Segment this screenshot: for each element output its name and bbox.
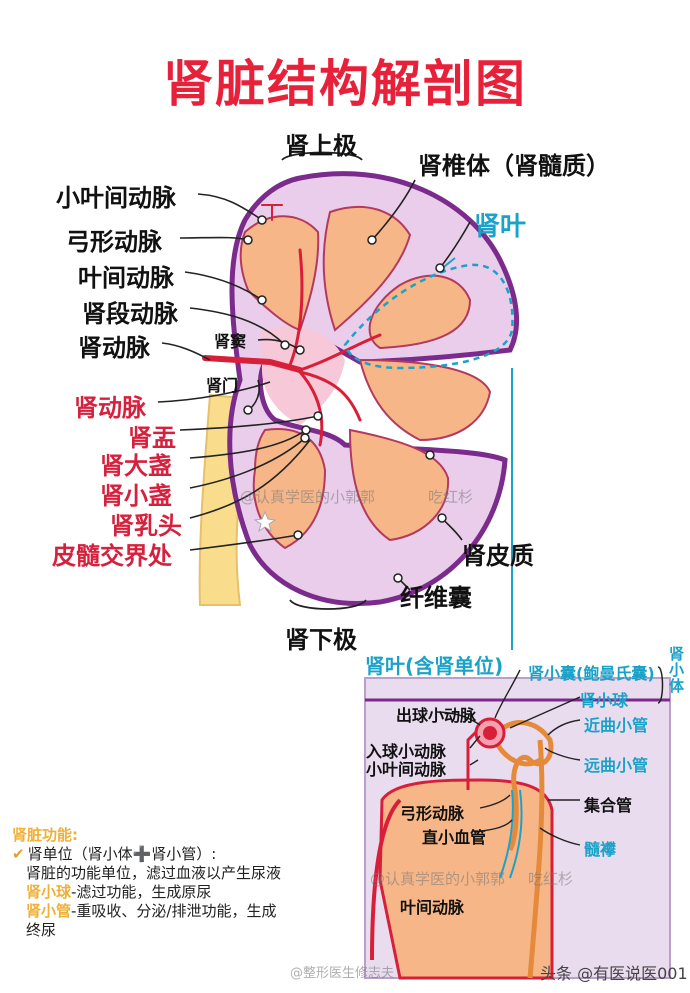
nephron-red-vessel [370, 798, 402, 961]
segmental-artery-up [288, 248, 304, 367]
line-minor [189, 437, 306, 489]
line-renal-artery-red [157, 381, 271, 403]
main-renal-artery [202, 355, 303, 373]
label-upper-pole: 肾上极 [285, 132, 357, 160]
segmental-artery-low2 [298, 370, 324, 447]
label-nephron-arcuate: 弓形动脉 [400, 804, 465, 823]
line-junction [189, 534, 299, 551]
function-title: 肾脏功能: [12, 826, 78, 844]
function-line-5: 终尿 [26, 921, 57, 939]
function-line-3: 肾小球-滤过功能，生成原尿 [26, 883, 212, 901]
label-minor-calyx: 肾小盏 [100, 482, 172, 510]
nephron-vasa-recta [499, 789, 523, 879]
pointer-dots [243, 215, 447, 583]
nephron-inset [364, 666, 671, 980]
watermark-1: @认真学医的小郭郭 [240, 488, 376, 506]
lobe-dashed-outline [343, 263, 514, 370]
pyramid-4 [358, 358, 492, 442]
function-line-4: 肾小管-重吸收、分泌/排泄功能，生成 [26, 902, 277, 920]
label-nephron-section: 肾叶(含肾单位) [365, 654, 504, 678]
watermark-4: 吃红杉 [528, 870, 574, 888]
upper-pole-bracket [281, 151, 363, 161]
line-pyramid [371, 179, 416, 241]
label-arcuate-artery: 弓形动脉 [66, 228, 162, 256]
line-major [189, 429, 307, 459]
label-distal-tubule: 远曲小管 [584, 756, 649, 775]
watermark-3: @认真学医的小郭郭 [370, 870, 506, 888]
segmental-artery-low [298, 370, 362, 422]
page-title: 肾脏结构解剖图 [163, 55, 527, 113]
label-nephron-interlobar: 叶间动脉 [400, 898, 465, 917]
function-box: 肾脏功能: ✔肾单位（肾小体➕肾小管）: 肾脏的功能单位，滤过血液以产生尿液 肾… [12, 826, 350, 940]
renal-pyramids [239, 205, 492, 550]
label-renal-artery: 肾动脉 [78, 334, 150, 362]
line-pelvis [179, 415, 319, 431]
label-segmental-artery: 肾段动脉 [82, 300, 178, 328]
function-line-2: 肾脏的功能单位，滤过血液以产生尿液 [26, 864, 282, 882]
watermark-2: 吃红杉 [428, 488, 474, 506]
label-renal-cortex: 肾皮质 [462, 542, 534, 570]
label-glomerulus: 肾小球 [580, 691, 629, 710]
label-bowman-capsule: 肾小囊(鲍曼氏囊) [528, 664, 655, 683]
label-nephron-interlobular: 小叶间动脉 [366, 760, 447, 779]
label-pyramid: 肾椎体（肾髓质） [418, 152, 610, 180]
label-lower-pole: 肾下极 [285, 626, 357, 654]
label-renal-corpuscle: 肾小体 [667, 646, 685, 694]
label-renal-hilum: 肾门 [206, 376, 239, 395]
label-major-calyx: 肾大盏 [100, 452, 172, 480]
label-fibrous-capsule: 纤维囊 [400, 584, 472, 612]
label-interlobular-artery: 小叶间动脉 [56, 184, 176, 212]
label-corticomedullary-junction: 皮髓交界处 [52, 542, 172, 570]
label-lobe: 肾叶 [474, 212, 527, 242]
segmental-artery-right [298, 333, 382, 372]
renal-corpuscle-bracket [657, 666, 664, 704]
label-afferent-arteriole: 入球小动脉 [366, 742, 447, 761]
pyramid-6 [252, 428, 327, 550]
pyramid-5 [348, 428, 450, 542]
label-medullary-ray: 髓襻 [584, 840, 617, 859]
pyramid-3 [368, 274, 472, 350]
function-line-1: ✔肾单位（肾小体➕肾小管）: [12, 845, 217, 863]
label-renal-papilla: 肾乳头 [110, 512, 182, 540]
arteries [202, 204, 382, 447]
label-proximal-tubule: 近曲小管 [584, 716, 649, 735]
label-renal-sinus: 肾窦 [214, 332, 247, 351]
nephron-pointer-lines [435, 669, 581, 846]
check-icon: ✔ [12, 845, 25, 863]
line-interlobular [197, 193, 263, 221]
label-vasa-recta: 直小血管 [422, 828, 487, 847]
label-renal-artery-red: 肾动脉 [74, 394, 146, 422]
label-renal-pelvis: 肾盂 [128, 424, 176, 452]
line-papilla [189, 439, 311, 519]
sparkle-icon [253, 510, 277, 533]
arcuate-top [261, 204, 283, 221]
label-collecting-duct: 集合管 [584, 796, 633, 815]
label-efferent-arteriole: 出球小动脉 [396, 706, 477, 725]
lower-pole-bracket [289, 599, 367, 610]
line-interlobar [184, 271, 263, 301]
nephron-pyramid-shape [378, 778, 554, 980]
pyramid-2 [322, 205, 412, 332]
line-renal-artery [161, 342, 211, 361]
footer-watermark: @整形医生修志夫 [290, 966, 395, 981]
label-interlobar-artery: 叶间动脉 [78, 264, 174, 292]
footer-source: 头条 @有医说医001 [540, 964, 688, 983]
line-segmental [189, 307, 286, 346]
